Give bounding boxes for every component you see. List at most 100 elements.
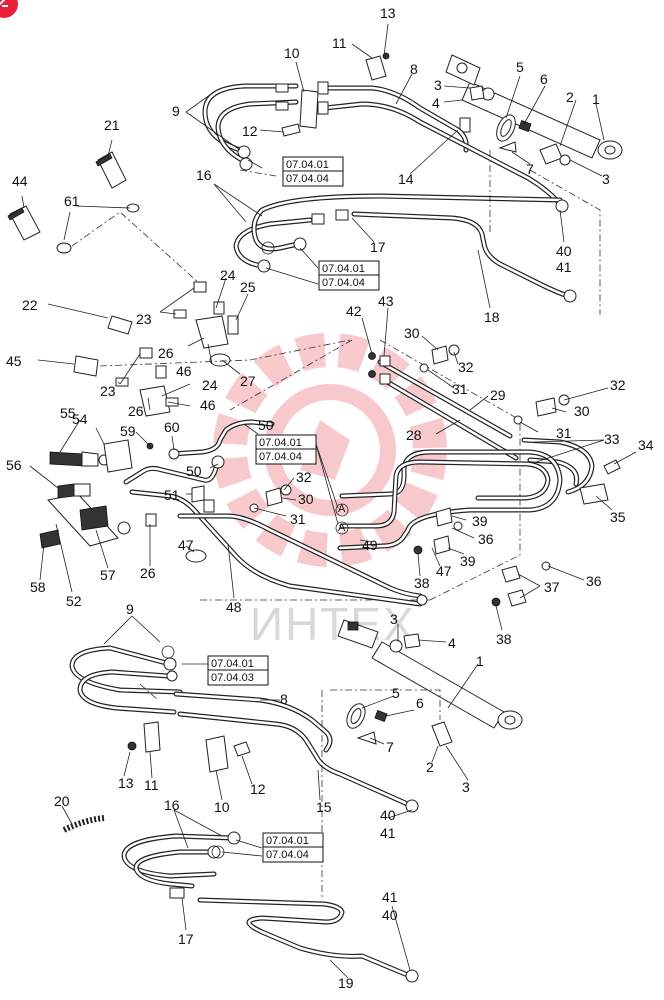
- callout: 37: [544, 579, 560, 595]
- callout: 7: [526, 161, 534, 177]
- pipe-49: [337, 449, 563, 551]
- callout: 35: [610, 509, 626, 525]
- callout: 18: [484, 309, 500, 325]
- callout: 51: [164, 487, 180, 503]
- callout: 46: [200, 397, 216, 413]
- callout: 30: [298, 491, 314, 507]
- callout: 19: [338, 975, 354, 991]
- clamp-11-top: [365, 52, 390, 81]
- bracket-10-top: [299, 81, 329, 129]
- callout: 31: [556, 425, 572, 441]
- clip-top: [498, 141, 517, 153]
- plug-top: [518, 120, 532, 132]
- svg-text:07.04.04: 07.04.04: [266, 849, 309, 861]
- port-label-A2: A: [338, 522, 346, 534]
- bracket-35: [579, 483, 609, 505]
- port-marker-A2: [335, 521, 349, 535]
- callout: 38: [496, 631, 512, 647]
- callout: 30: [404, 325, 420, 341]
- callout: 5: [516, 59, 524, 75]
- callout: 11: [144, 777, 159, 793]
- callout: 60: [164, 419, 180, 435]
- pipe-8-top: [322, 85, 469, 153]
- callout: 2: [426, 759, 434, 775]
- callout: 52: [66, 593, 82, 609]
- callout: 56: [6, 457, 22, 473]
- callout: 2: [566, 89, 574, 105]
- pipe-50: [123, 419, 275, 485]
- callout: 29: [490, 387, 506, 403]
- callout: 39: [460, 553, 476, 569]
- bracket-10-bottom: [205, 735, 229, 773]
- left-fittings: [7, 151, 351, 417]
- clamp-39: [433, 507, 463, 555]
- hose-9-bottom: [69, 645, 183, 715]
- bracket-54: [103, 439, 133, 473]
- svg-text:07.04.04: 07.04.04: [259, 451, 302, 463]
- elbow-fitting-bottom: [431, 721, 453, 747]
- pipe-29: [381, 377, 519, 461]
- axis-line: [139, 683, 159, 701]
- ref-box-3: 07.04.01 07.04.04: [255, 434, 317, 465]
- bottom-assembly: [62, 619, 523, 983]
- callout: 41: [556, 259, 572, 275]
- leader-lines: [21, 23, 637, 979]
- svg-text:07.04.01: 07.04.01: [266, 835, 309, 847]
- callout: 12: [250, 781, 266, 797]
- valve-plate-52: [39, 483, 131, 549]
- svg-text:07.04.04: 07.04.04: [286, 173, 329, 185]
- callout: 32: [296, 469, 312, 485]
- clamp-30-31: [419, 344, 460, 373]
- callout: 26: [158, 345, 174, 361]
- pipe-18: [351, 199, 577, 303]
- callout: 21: [104, 117, 120, 133]
- callout: 30: [574, 403, 590, 419]
- nut-38: [413, 545, 501, 607]
- callout: 3: [390, 611, 398, 627]
- callout: 34: [638, 437, 654, 453]
- hydraulic-cylinder-bottom: [337, 619, 523, 730]
- svg-text:07.04.03: 07.04.03: [211, 672, 254, 684]
- bolt-12-bottom: [233, 741, 251, 757]
- callout: 9: [172, 103, 180, 119]
- pipe-14-top: [322, 101, 563, 207]
- block-fitting-upper: [173, 281, 239, 367]
- svg-text:07.04.01: 07.04.01: [259, 437, 302, 449]
- fitting-43: [379, 355, 391, 367]
- adapter-22: [107, 315, 133, 335]
- ref-box-2: 07.04.01 07.04.04: [318, 260, 380, 291]
- clamp-37: [501, 561, 551, 607]
- callout: 4: [432, 95, 440, 111]
- ref-box-4: 07.04.01 07.04.03: [207, 655, 269, 686]
- callout: 40: [556, 243, 572, 259]
- hose-16-top: [233, 193, 563, 273]
- hose-16-bottom: [121, 831, 241, 889]
- svg-text:07.04.01: 07.04.01: [211, 658, 254, 670]
- callout: 8: [410, 61, 418, 77]
- callout: 22: [22, 297, 38, 313]
- callout: 3: [462, 779, 470, 795]
- port-marker-A: [335, 503, 349, 517]
- bolt-34: [603, 459, 621, 475]
- svg-text:07.04.01: 07.04.01: [286, 159, 329, 171]
- block-fitting-lower: [115, 347, 179, 417]
- corner-badge-icon: [0, 0, 18, 18]
- callout: 1: [476, 653, 484, 669]
- axis-line: [239, 169, 277, 177]
- callout: 17: [370, 239, 386, 255]
- callout: 16: [196, 167, 212, 183]
- spiral-guard-20: [62, 815, 105, 833]
- callout: 3: [434, 77, 442, 93]
- axis-line: [330, 689, 441, 720]
- callout: 32: [610, 377, 626, 393]
- callout: 42: [346, 303, 362, 319]
- callout: 40: [382, 907, 398, 923]
- callout: 47: [436, 563, 452, 579]
- callout: 49: [362, 537, 378, 553]
- pipe-15: [177, 711, 419, 813]
- seal-ring-bottom: [346, 703, 366, 729]
- svg-text:07.04.04: 07.04.04: [322, 277, 365, 289]
- callout: 31: [452, 381, 468, 397]
- axis-line: [229, 339, 353, 411]
- callout: 1: [592, 91, 600, 107]
